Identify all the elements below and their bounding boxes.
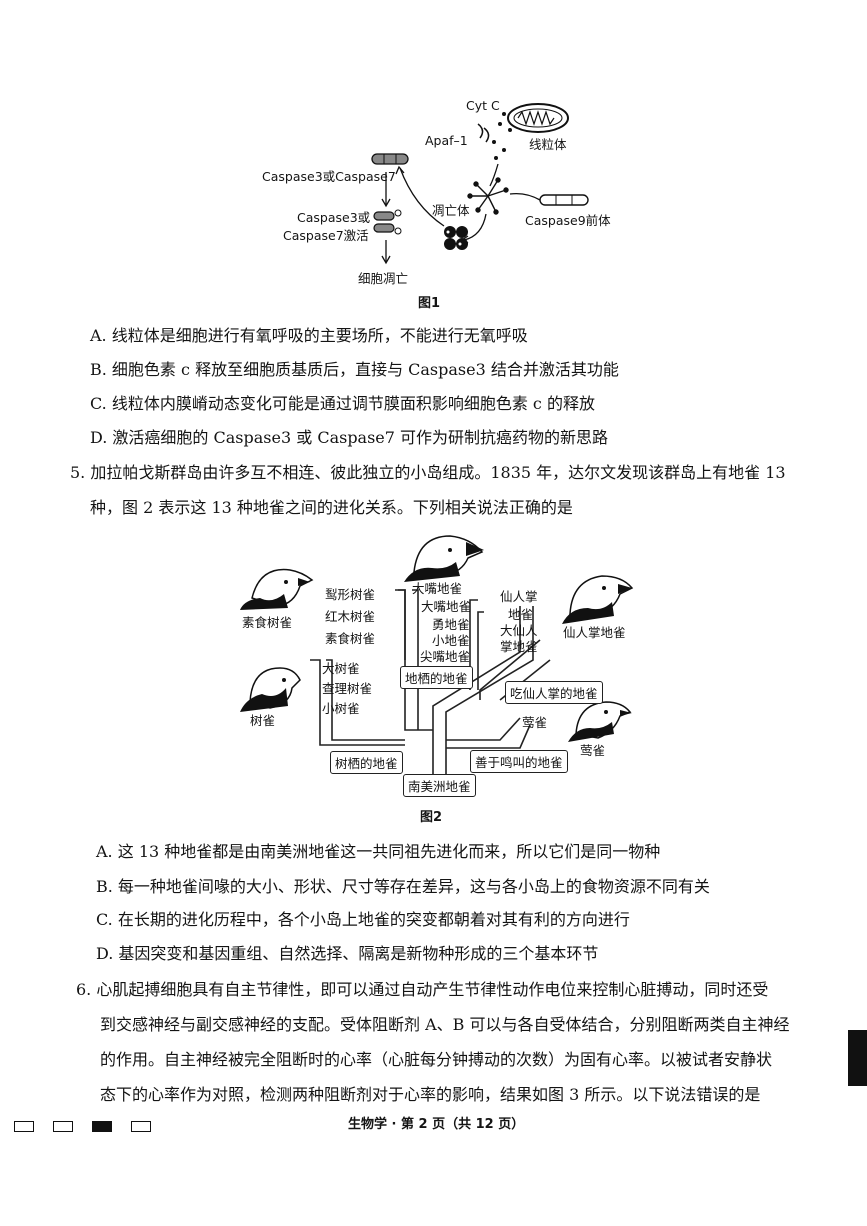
mark-box-2	[53, 1121, 74, 1132]
label-caspase37: Caspase3或Caspase7	[262, 169, 396, 184]
label-sharp-beaked-finch: 尖嘴地雀	[420, 649, 471, 664]
label-caspase37-active-1: Caspase3或	[297, 210, 371, 225]
label-cactus-finch-2: 地雀	[508, 607, 534, 622]
q6-stem-line3: 的作用。自主神经被完全阻断时的心率（心脏每分钟搏动的次数）为固有心率。以被试者安…	[100, 1050, 773, 1069]
bird-tree-finch-icon	[240, 667, 301, 712]
q5-stem-line2: 种，图 2 表示这 13 种地雀之间的进化关系。下列相关说法正确的是	[90, 498, 573, 517]
box-cactus-eating: 吃仙人掌的地雀	[505, 681, 603, 704]
label-mangrove-finch: 红木树雀	[325, 609, 376, 624]
bird-warbler-finch-icon	[568, 701, 632, 742]
label-warbler-finch: 莺雀	[522, 715, 548, 730]
label-warbler-finch-bird: 莺雀	[580, 743, 606, 758]
apoptosome-icon	[467, 177, 509, 215]
mark-box-1	[14, 1121, 34, 1132]
label-vegetarian-finch: 素食树雀	[325, 631, 376, 646]
phylogeny-tree	[310, 589, 551, 775]
mark-box-3	[92, 1121, 113, 1132]
label-caspase9-precursor: Caspase9前体	[525, 213, 611, 228]
box-ground-dwelling: 地栖的地雀	[400, 666, 473, 689]
page-footer: 生物学 · 第 2 页（共 12 页）	[348, 1117, 525, 1132]
label-cytc: Cyt C	[466, 98, 500, 113]
label-large-tree-finch: 大树雀	[322, 661, 360, 676]
cytc-dots	[492, 112, 512, 160]
mark-box-4	[131, 1121, 152, 1132]
caspase37-active-icon	[373, 209, 402, 235]
label-small-ground-finch: 小地雀	[432, 633, 470, 648]
q4-option-a: A. 线粒体是细胞进行有氧呼吸的主要场所，不能进行无氧呼吸	[90, 326, 528, 345]
box-tree-dwelling: 树栖的地雀	[330, 751, 403, 774]
mitochondrion-icon	[507, 103, 569, 133]
label-charles-tree-finch: 查理树雀	[322, 681, 373, 696]
label-large-cactus-finch-1: 大仙人	[500, 623, 538, 638]
figure-2-graphic	[240, 535, 634, 775]
q4-option-c: C. 线粒体内膜嵴动态变化可能是通过调节膜面积影响细胞色素 c 的释放	[90, 394, 595, 413]
label-mitochondrion: 线粒体	[529, 137, 567, 152]
label-cactus-finch-bird: 仙人掌地雀	[563, 625, 626, 640]
scan-edge-mark	[848, 1030, 867, 1086]
q6-stem-line4: 态下的心率作为对照，检测两种阻断剂对于心率的影响，结果如图 3 所示。以下说法错…	[100, 1085, 761, 1104]
caspase37-icon	[371, 153, 409, 165]
label-small-tree-finch: 小树雀	[322, 701, 360, 716]
figure-1-graphic	[371, 103, 589, 265]
caspase9-precursor-icon	[509, 192, 589, 206]
bird-sushi-icon	[240, 568, 314, 610]
q5-stem-line1: 5. 加拉帕戈斯群岛由许多互不相连、彼此独立的小岛组成。1835 年，达尔文发现…	[70, 463, 786, 482]
label-large-ground-finch-bird: 大嘴地雀	[412, 581, 463, 596]
q6-stem-line1: 6. 心肌起搏细胞具有自主节律性，即可以通过自动产生节律性动作电位来控制心脏搏动…	[76, 980, 769, 999]
answer-sheet-marks	[14, 1117, 152, 1136]
label-cactus-finch-1: 仙人掌	[500, 589, 538, 604]
apoptosome-cluster-icon	[444, 226, 468, 250]
box-singing: 善于鸣叫的地雀	[470, 750, 568, 773]
label-apoptosome: 凋亡体	[432, 203, 470, 218]
bird-large-ground-finch-icon	[404, 535, 484, 582]
figure-2-caption: 图2	[420, 810, 443, 825]
label-apoptosis: 细胞凋亡	[358, 271, 409, 286]
label-large-cactus-finch-2: 掌地雀	[500, 639, 538, 654]
label-medium-ground-finch: 勇地雀	[432, 617, 470, 632]
label-tree-finch-bird: 树雀	[250, 713, 276, 728]
q4-option-b: B. 细胞色素 c 释放至细胞质基质后，直接与 Caspase3 结合并激活其功…	[90, 360, 619, 379]
q5-option-d: D. 基因突变和基因重组、自然选择、隔离是新物种形成的三个基本环节	[96, 944, 599, 963]
box-south-american-finch: 南美洲地雀	[403, 774, 476, 797]
q5-option-a: A. 这 13 种地雀都是由南美洲地雀这一共同祖先进化而来，所以它们是同一物种	[96, 842, 661, 861]
q6-stem-line2: 到交感神经与副交感神经的支配。受体阻断剂 A、B 可以与各自受体结合，分别阻断两…	[100, 1015, 790, 1034]
apaf1-icon	[477, 123, 490, 143]
q5-option-c: C. 在长期的进化历程中，各个小岛上地雀的突变都朝着对其有利的方向进行	[96, 910, 630, 929]
q5-option-b: B. 每一种地雀间喙的大小、形状、尺寸等存在差异，这与各小岛上的食物资源不同有关	[96, 877, 710, 896]
q4-option-d: D. 激活癌细胞的 Caspase3 或 Caspase7 可作为研制抗癌药物的…	[90, 428, 609, 447]
label-apaf1: Apaf–1	[425, 133, 468, 148]
bird-cactus-finch-icon	[562, 575, 634, 624]
label-caspase37-active-2: Caspase7激活	[283, 228, 369, 243]
figure-1-caption: 图1	[418, 296, 441, 311]
label-woodpecker-finch: 䴕形树雀	[325, 587, 376, 602]
label-large-ground-finch: 大嘴地雀	[421, 599, 472, 614]
label-vegetarian-finch-bird: 素食树雀	[242, 615, 293, 630]
